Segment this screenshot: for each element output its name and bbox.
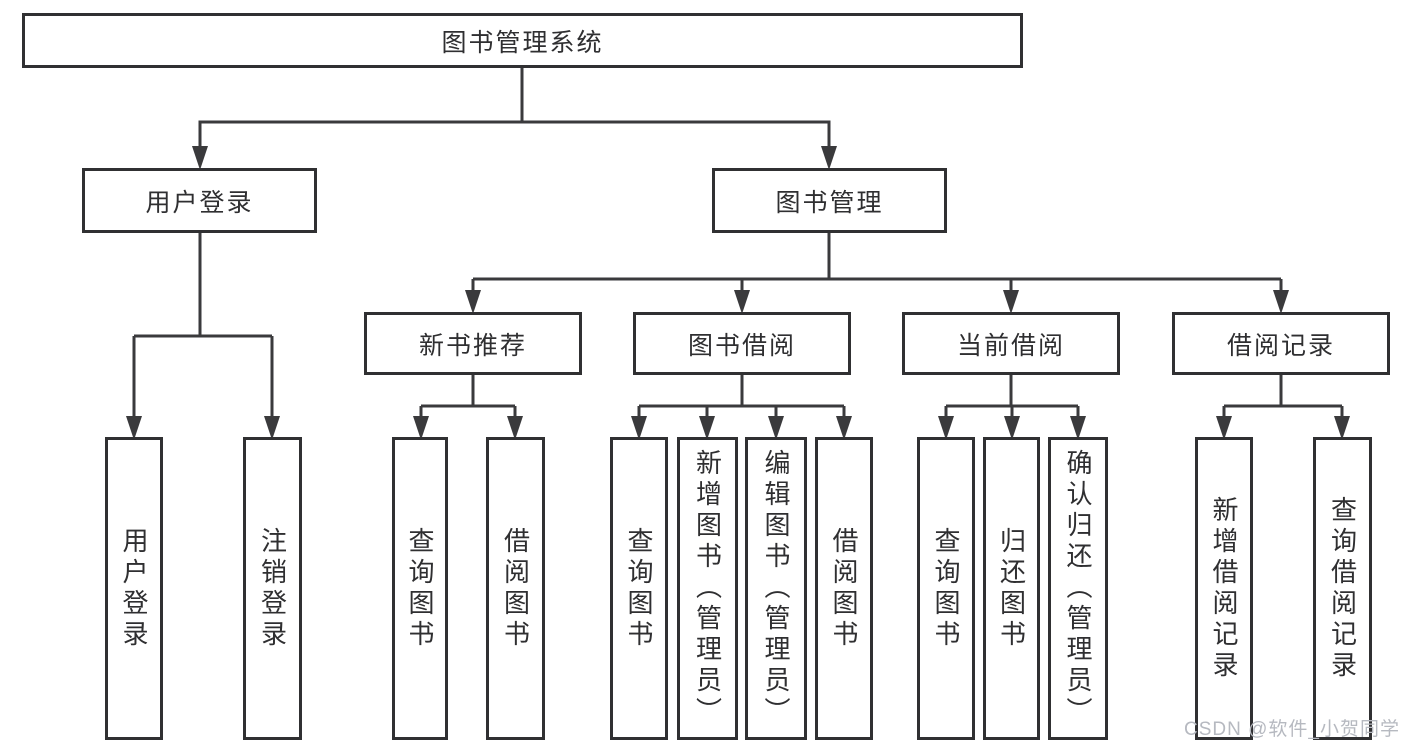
node-new-book-recommend: 新书推荐 xyxy=(364,312,582,375)
node-leaf-br-query-record: 查询借阅记录 xyxy=(1313,437,1372,740)
csdn-watermark: CSDN @软件_小贺同学 xyxy=(1184,719,1400,740)
node-root: 图书管理系统 xyxy=(22,13,1023,68)
node-book-management: 图书管理 xyxy=(712,168,947,233)
node-leaf-logout: 注销登录 xyxy=(243,437,302,740)
node-leaf-bb-query-books: 查询图书 xyxy=(610,437,668,740)
node-leaf-rec-borrow-books: 借阅图书 xyxy=(486,437,545,740)
node-leaf-cb-query-books: 查询图书 xyxy=(917,437,975,740)
node-leaf-user-login: 用户登录 xyxy=(105,437,163,740)
node-leaf-bb-add-books-admin: 新增图书（管理员） xyxy=(677,437,738,740)
node-user-login: 用户登录 xyxy=(82,168,317,233)
node-leaf-br-add-record: 新增借阅记录 xyxy=(1195,437,1253,740)
node-leaf-bb-borrow-books: 借阅图书 xyxy=(815,437,873,740)
node-borrow-records: 借阅记录 xyxy=(1172,312,1390,375)
node-book-borrow: 图书借阅 xyxy=(633,312,851,375)
node-current-borrow: 当前借阅 xyxy=(902,312,1120,375)
node-leaf-bb-edit-books-admin: 编辑图书（管理员） xyxy=(745,437,807,740)
node-leaf-rec-query-books: 查询图书 xyxy=(392,437,448,740)
node-leaf-cb-return-books: 归还图书 xyxy=(983,437,1040,740)
node-leaf-cb-confirm-return-admin: 确认归还（管理员） xyxy=(1048,437,1108,740)
